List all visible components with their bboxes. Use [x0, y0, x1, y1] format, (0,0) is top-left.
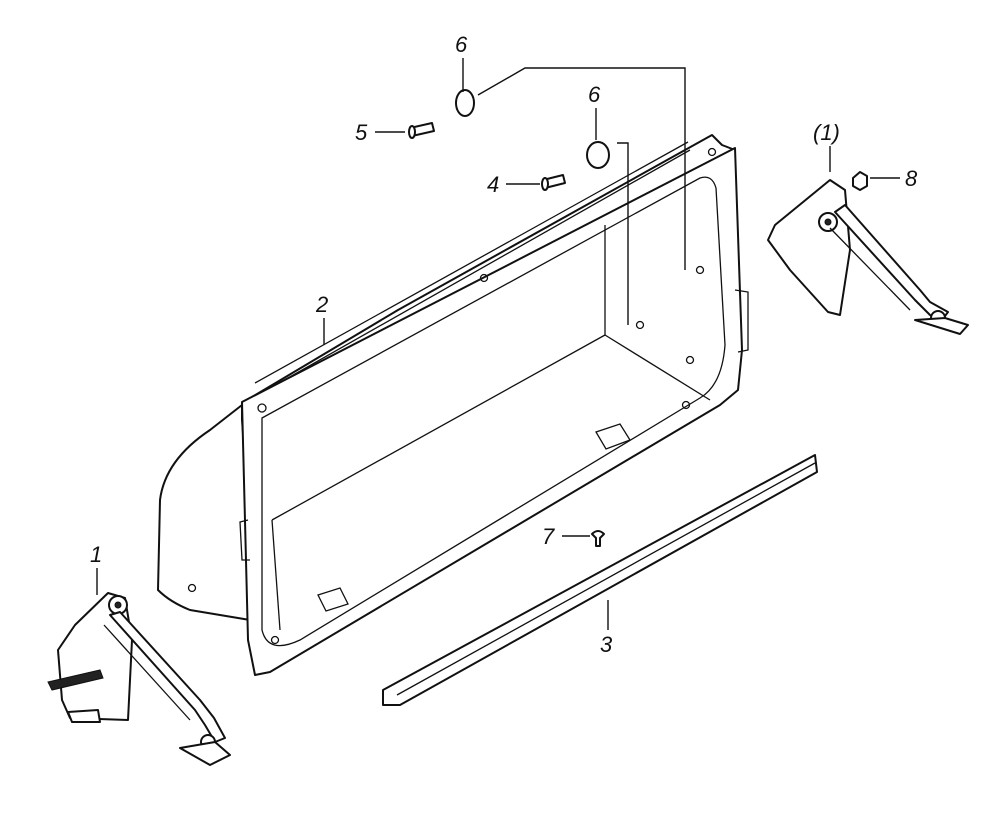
callout-nut: 8	[905, 166, 918, 191]
callout-hinge-right: (1)	[813, 120, 840, 145]
callout-strip: 3	[600, 632, 613, 657]
callout-washer-top: 6	[455, 32, 468, 57]
hinge-right	[767, 179, 969, 335]
callout-screw-small: 4	[487, 172, 499, 197]
washer-top	[455, 89, 475, 117]
callout-box: 2	[315, 292, 328, 317]
glove-box-body	[157, 134, 749, 676]
hinge-left	[47, 592, 231, 766]
callout-rivet: 7	[542, 524, 555, 549]
nut	[852, 171, 868, 191]
leader-lines	[96, 58, 900, 630]
callout-screw-top: 5	[355, 120, 368, 145]
callout-washer-mid: 6	[588, 82, 601, 107]
screw-small	[541, 174, 566, 191]
trim-strip	[382, 454, 818, 706]
washer-mid	[586, 141, 610, 169]
screw-top	[408, 122, 435, 139]
callout-hinge-left: 1	[90, 542, 102, 567]
rivet	[591, 530, 605, 547]
